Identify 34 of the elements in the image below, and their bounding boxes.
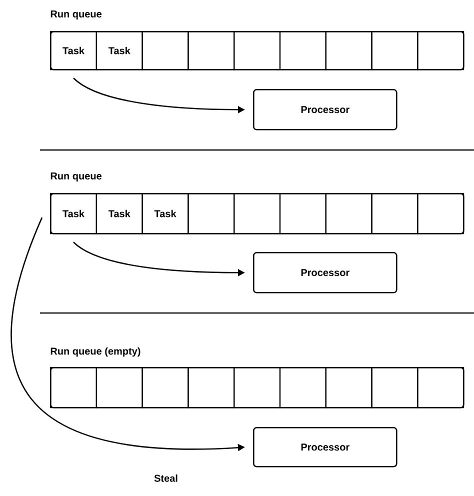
task-cell: Task xyxy=(96,31,143,70)
queue-heading: Run queue xyxy=(50,10,102,20)
empty-cell xyxy=(234,193,281,234)
queue-heading: Run queue xyxy=(50,172,102,182)
edge-label: Steal xyxy=(153,473,179,483)
empty-cell xyxy=(417,193,464,234)
empty-cell xyxy=(50,367,97,408)
empty-cell xyxy=(417,31,464,70)
empty-cell xyxy=(142,367,189,408)
empty-cell xyxy=(188,193,235,234)
empty-cell xyxy=(371,193,418,234)
task-cell: Task xyxy=(50,31,97,70)
queue-heading: Run queue (empty) xyxy=(50,347,140,357)
empty-cell xyxy=(371,367,418,408)
empty-cell xyxy=(188,367,235,408)
empty-cell xyxy=(325,193,372,234)
empty-cell xyxy=(234,31,281,70)
empty-cell xyxy=(96,367,143,408)
empty-cell xyxy=(279,31,326,70)
empty-cell xyxy=(142,31,189,70)
empty-cell xyxy=(234,367,281,408)
empty-cell xyxy=(417,367,464,408)
empty-cell xyxy=(188,31,235,70)
empty-cell xyxy=(371,31,418,70)
processor-box: Processor xyxy=(253,252,398,294)
task-cell: Task xyxy=(142,193,189,234)
task-cell: Task xyxy=(96,193,143,234)
empty-cell xyxy=(325,367,372,408)
processor-box: Processor xyxy=(253,89,398,130)
empty-cell xyxy=(279,193,326,234)
empty-cell xyxy=(279,367,326,408)
empty-cell xyxy=(325,31,372,70)
processor-box: Processor xyxy=(253,427,398,468)
task-cell: Task xyxy=(50,193,97,234)
